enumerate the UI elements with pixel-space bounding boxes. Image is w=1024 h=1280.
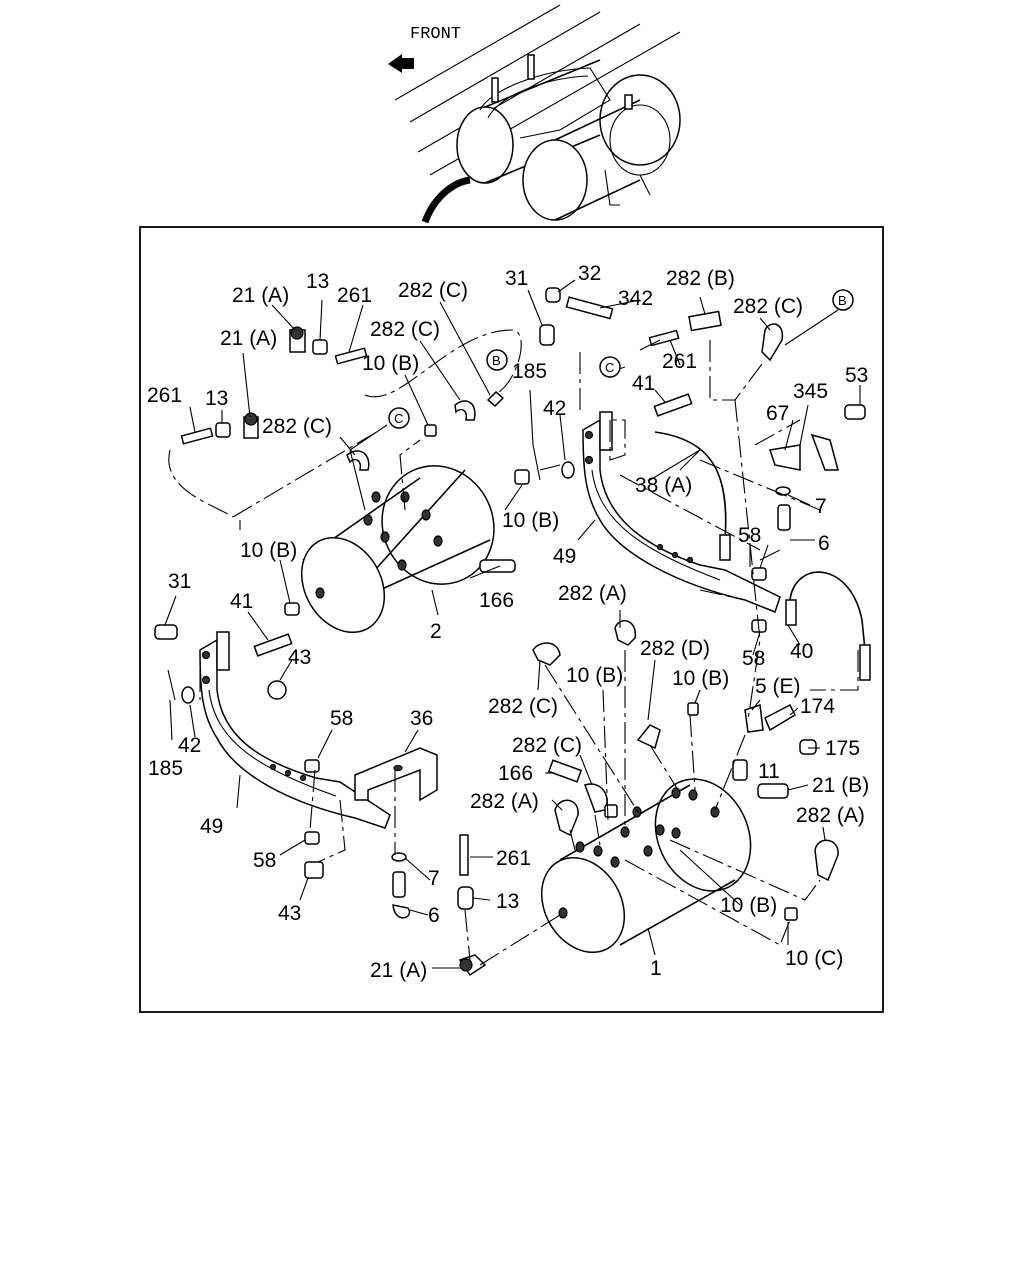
part-label: 282 (A) bbox=[470, 790, 539, 813]
part-label: 345 bbox=[793, 380, 828, 403]
part-label: 40 bbox=[790, 640, 813, 663]
part-label: 166 bbox=[479, 589, 514, 612]
part-label: 282 (A) bbox=[796, 804, 865, 827]
part-label: 261 bbox=[337, 284, 372, 307]
part-label: 58 bbox=[742, 647, 765, 670]
front-label: FRONT bbox=[410, 25, 461, 44]
part-label: 2 bbox=[430, 620, 442, 643]
part-label: 5 (E) bbox=[755, 675, 801, 698]
part-label: 58 bbox=[738, 524, 761, 547]
part-label: 282 (C) bbox=[370, 318, 440, 341]
lower-bracket bbox=[199, 631, 391, 829]
part-label: 6 bbox=[818, 532, 830, 555]
part-label: 7 bbox=[428, 867, 440, 890]
connector-b-mid bbox=[486, 349, 508, 371]
part-label: 32 bbox=[578, 262, 601, 285]
upper-bracket bbox=[582, 411, 781, 613]
part-label: 13 bbox=[496, 890, 519, 913]
part-label: 282 (D) bbox=[640, 637, 710, 660]
part-label: 282 (A) bbox=[558, 582, 627, 605]
part-label: 58 bbox=[253, 849, 276, 872]
part-label: 342 bbox=[618, 287, 653, 310]
detail-frame bbox=[139, 226, 884, 1013]
part-label: 21 (A) bbox=[220, 327, 277, 350]
part-label: 49 bbox=[553, 545, 576, 568]
part-label: 43 bbox=[278, 902, 301, 925]
part-label: 282 (C) bbox=[262, 415, 332, 438]
lower-air-tank bbox=[540, 778, 752, 954]
part-label: 10 (B) bbox=[720, 894, 777, 917]
part-label: 21 (B) bbox=[812, 774, 869, 797]
part-label: 185 bbox=[148, 757, 183, 780]
part-label: 261 bbox=[496, 847, 531, 870]
routing-lines bbox=[168, 329, 859, 966]
bracket-36 bbox=[354, 747, 438, 802]
connector-c-left-label: C bbox=[394, 411, 403, 426]
part-label: 282 (C) bbox=[488, 695, 558, 718]
overview-illustration: FRONT bbox=[388, 4, 681, 224]
part-label: 21 (A) bbox=[370, 959, 427, 982]
fittings bbox=[154, 287, 866, 977]
part-label: 7 bbox=[815, 495, 827, 518]
connector-b-top-label: B bbox=[838, 293, 847, 308]
part-label: 21 (A) bbox=[232, 284, 289, 307]
part-label: 58 bbox=[330, 707, 353, 730]
part-label: 10 (B) bbox=[240, 539, 297, 562]
part-label: 11 bbox=[758, 760, 780, 783]
part-label: 38 (A) bbox=[635, 474, 692, 497]
part-label: 31 bbox=[505, 267, 528, 290]
part-label: 36 bbox=[410, 707, 433, 730]
part-label: 282 (C) bbox=[512, 734, 582, 757]
part-label: 41 bbox=[230, 590, 253, 613]
connector-markers: B B C C bbox=[388, 289, 854, 429]
part-label: 175 bbox=[825, 737, 860, 760]
connector-c-mid bbox=[599, 356, 621, 378]
front-arrow-icon bbox=[388, 54, 414, 73]
part-label: 31 bbox=[168, 570, 191, 593]
part-label: 67 bbox=[766, 402, 789, 425]
part-label: 41 bbox=[632, 372, 655, 395]
part-label: 282 (C) bbox=[398, 279, 468, 302]
hose-38a bbox=[654, 431, 727, 541]
connector-b-mid-label: B bbox=[492, 353, 501, 368]
part-label: 282 (B) bbox=[666, 267, 735, 290]
part-label: 13 bbox=[306, 270, 329, 293]
part-label: 261 bbox=[147, 384, 182, 407]
part-label: 10 (B) bbox=[566, 664, 623, 687]
part-label: 185 bbox=[512, 360, 547, 383]
part-label: 10 (B) bbox=[672, 667, 729, 690]
part-label: 10 (B) bbox=[502, 509, 559, 532]
part-label: 1 bbox=[650, 957, 662, 980]
part-label: 166 bbox=[498, 762, 533, 785]
hose-40 bbox=[789, 571, 866, 651]
part-label: 53 bbox=[845, 364, 868, 387]
connector-b-top bbox=[832, 289, 854, 311]
part-label: 13 bbox=[205, 387, 228, 410]
connector-c-mid-label: C bbox=[605, 360, 614, 375]
leader-lines bbox=[164, 279, 861, 969]
part-label: 174 bbox=[800, 695, 835, 718]
part-label: 10 (C) bbox=[785, 947, 843, 970]
upper-air-tank bbox=[300, 465, 495, 634]
part-label: 43 bbox=[288, 646, 311, 669]
part-label: 6 bbox=[428, 904, 440, 927]
part-label: 261 bbox=[662, 350, 697, 373]
part-label: 49 bbox=[200, 815, 223, 838]
part-labels: 21 (A) 13 261 21 (A) 13 261 282 (C) 10 (… bbox=[147, 262, 869, 982]
part-label: 42 bbox=[178, 734, 201, 757]
part-label: 42 bbox=[543, 397, 566, 420]
part-label: 282 (C) bbox=[733, 295, 803, 318]
connector-c-left bbox=[388, 407, 410, 429]
part-label: 10 (B) bbox=[362, 352, 419, 375]
